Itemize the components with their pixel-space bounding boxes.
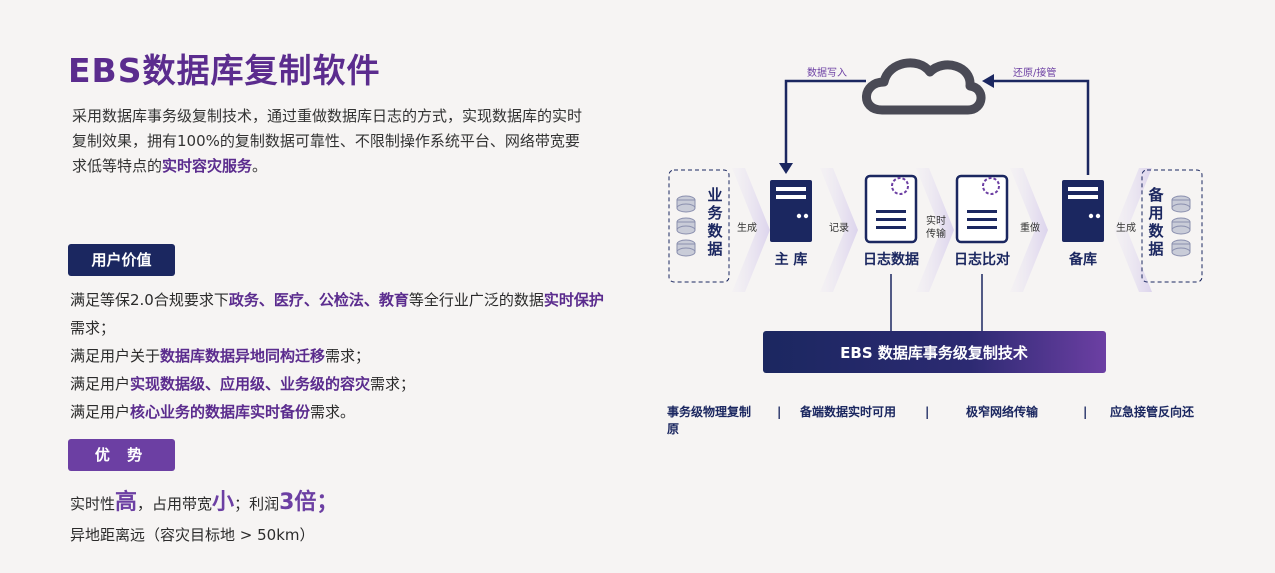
- cloud-restore-label: 还原/接管: [1013, 66, 1056, 79]
- primary-db-label: 主 库: [775, 251, 808, 268]
- feature-separator: |: [925, 405, 929, 419]
- advantage-heading: 优 势: [68, 439, 175, 471]
- edge-record: 记录: [829, 222, 849, 234]
- feature-separator: |: [777, 405, 781, 419]
- edge-realtime-1: 实时: [926, 214, 946, 227]
- feature-separator: |: [1083, 405, 1087, 419]
- edge-realtime-2: 传输: [926, 227, 946, 240]
- database-stack-icon: [1171, 195, 1191, 257]
- arrow-left-icon: [982, 74, 994, 88]
- edge-redo: 重做: [1020, 221, 1040, 234]
- cloud-arrows: [784, 79, 1090, 175]
- primary-server-icon: [770, 180, 812, 242]
- advantage-line-2: 异地距离远（容灾目标地 > 50km）: [70, 526, 315, 544]
- feature-list: 事务级物理复制 原 | 备端数据实时可用 | 极窄网络传输 | 应急接管反向还: [667, 404, 1195, 436]
- feature-item: 事务级物理复制: [667, 404, 751, 419]
- standby-server-icon: [1062, 180, 1104, 242]
- log-compare-label: 日志比对: [954, 251, 1010, 268]
- user-value-list: 满足等保2.0合规要求下政务、医疗、公检法、教育等全行业广泛的数据实时保护需求；…: [70, 286, 610, 426]
- user-value-item: 满足用户关于数据库数据异地同构迁移需求；: [70, 347, 371, 365]
- technology-bar: EBS 数据库事务级复制技术: [763, 331, 1106, 373]
- business-data-label: 业务数据: [707, 186, 723, 258]
- log-data-doc-icon: [864, 174, 918, 244]
- edge-generate-right: 生成: [1116, 221, 1136, 234]
- user-value-item: 满足用户核心业务的数据库实时备份需求。: [70, 403, 356, 421]
- intro-paragraph: 采用数据库事务级复制技术，通过重做数据库日志的方式，实现数据库的实时复制效果，拥…: [72, 107, 583, 175]
- feature-item: 极窄网络传输: [966, 404, 1039, 419]
- business-data-box: 业务数据: [668, 169, 730, 283]
- advantage-line-1: 实时性高，占用带宽小；利润3倍；: [70, 490, 339, 515]
- feature-item: 应急接管反向还: [1110, 404, 1195, 419]
- database-stack-icon: [676, 195, 696, 257]
- edge-generate-left: 生成: [737, 221, 757, 234]
- arrow-down-icon: [779, 163, 793, 174]
- feature-item-wrap: 原: [667, 422, 679, 436]
- standby-data-box: 备用数据: [1141, 169, 1203, 283]
- connector-lines: [890, 274, 983, 331]
- standby-data-label: 备用数据: [1147, 186, 1164, 258]
- log-compare-doc-icon: [955, 174, 1009, 244]
- cloud-icon: [862, 58, 986, 115]
- technology-bar-label: EBS 数据库事务级复制技术: [840, 344, 1028, 362]
- user-value-item: 满足等保2.0合规要求下政务、医疗、公检法、教育等全行业广泛的数据实时保护需求；: [70, 291, 604, 337]
- chevron-arrows: [732, 168, 1152, 292]
- log-data-label: 日志数据: [863, 251, 919, 268]
- user-value-heading: 用户价值: [68, 244, 175, 276]
- feature-item: 备端数据实时可用: [799, 404, 896, 419]
- standby-db-label: 备库: [1068, 251, 1097, 268]
- user-value-item: 满足用户实现数据级、应用级、业务级的容灾需求；: [70, 375, 416, 393]
- page-title: EBS数据库复制软件: [68, 51, 381, 90]
- cloud-write-label: 数据写入: [807, 66, 847, 79]
